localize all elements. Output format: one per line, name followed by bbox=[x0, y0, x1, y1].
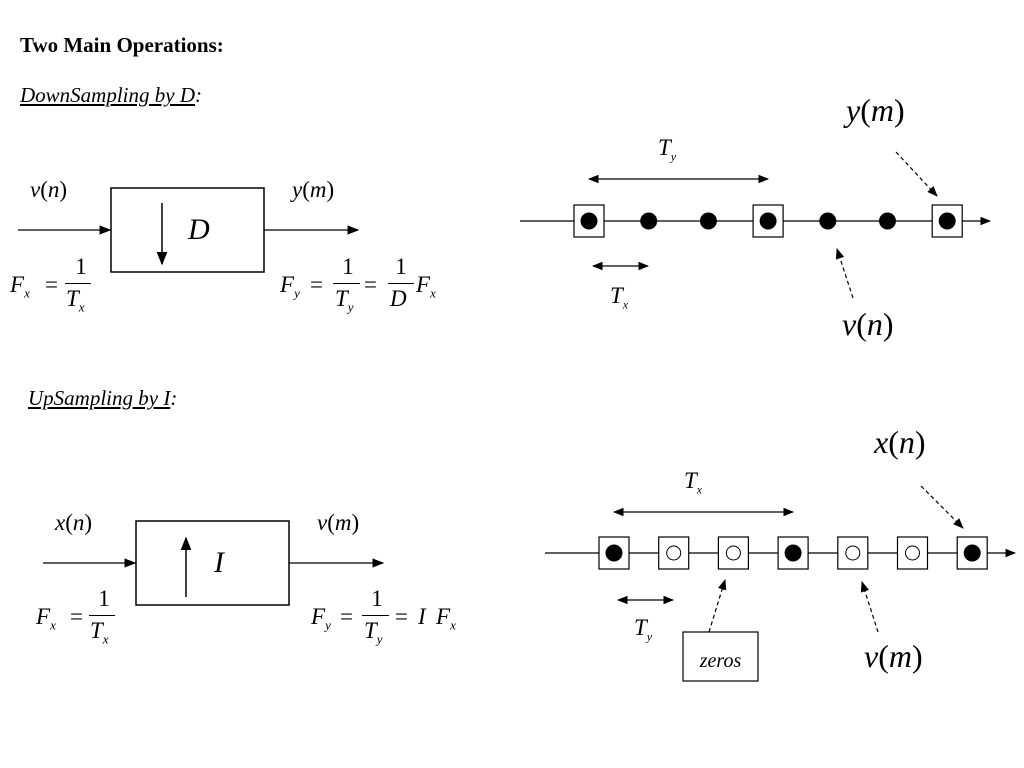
fraction-numerator: 1 bbox=[342, 254, 354, 279]
fraction-bar bbox=[65, 283, 91, 284]
fraction-numerator: 1 bbox=[98, 586, 110, 611]
fraction-numerator: 1 bbox=[395, 254, 407, 279]
sample-dot bbox=[699, 212, 717, 230]
fraction-numerator: 1 bbox=[75, 254, 87, 279]
sample-marker bbox=[837, 536, 869, 570]
page-title: Two Main Operations: bbox=[20, 33, 224, 57]
input-sequence-label: v(n) bbox=[842, 306, 894, 342]
equals-sign: = bbox=[340, 604, 353, 629]
input-rate-formula: Fx bbox=[36, 604, 56, 633]
zeros-callout-label: zeros bbox=[699, 650, 742, 672]
zero-sample-dot bbox=[666, 545, 682, 561]
zeros-pointer-arrow bbox=[708, 578, 727, 633]
sample-dot bbox=[784, 544, 802, 562]
fraction-numerator: 1 bbox=[371, 586, 383, 611]
output-rate-formula: Fy bbox=[280, 272, 300, 301]
sample-dot bbox=[879, 212, 896, 230]
sample-marker bbox=[819, 212, 837, 230]
upsampled-sequence-label: v(m) bbox=[864, 638, 923, 674]
sample-marker bbox=[879, 212, 896, 230]
output-rate-formula: Fy bbox=[311, 604, 331, 633]
period-large-label: Tx bbox=[684, 468, 703, 497]
tail-rate-symbol: Fx bbox=[436, 604, 456, 633]
sample-marker bbox=[573, 204, 605, 238]
fraction-denominator: Tx bbox=[90, 618, 109, 647]
fraction-denominator: Ty bbox=[335, 286, 354, 315]
sample-marker bbox=[717, 536, 750, 570]
sample-dot bbox=[819, 212, 837, 230]
equals-sign: = bbox=[310, 272, 323, 297]
sample-dot bbox=[759, 212, 777, 230]
sample-marker bbox=[752, 204, 784, 238]
equals-sign: = bbox=[395, 604, 408, 629]
upsampling-heading: UpSampling by I: bbox=[28, 386, 178, 410]
sample-marker bbox=[777, 536, 809, 570]
sample-marker bbox=[598, 536, 630, 570]
input-pointer-arrow bbox=[835, 247, 854, 299]
upsampling-timeline bbox=[545, 485, 1017, 682]
sample-marker bbox=[640, 212, 658, 230]
upsampling-factor-symbol: I bbox=[418, 604, 426, 629]
period-small-label: Tx bbox=[610, 283, 629, 312]
fraction-denominator: Tx bbox=[66, 286, 85, 315]
output-sequence-label: y(m) bbox=[846, 92, 905, 128]
sample-dot bbox=[640, 212, 658, 230]
zero-sample-dot bbox=[845, 545, 861, 561]
equals-sign: = bbox=[45, 272, 58, 297]
upsampled-pointer-arrow bbox=[860, 580, 879, 633]
upsampler-block bbox=[135, 520, 290, 606]
sample-marker bbox=[658, 536, 690, 570]
equals-sign: = bbox=[364, 272, 377, 297]
sample-dot bbox=[605, 544, 623, 562]
downsampling-output-label: y(m) bbox=[292, 177, 335, 202]
sample-marker bbox=[896, 536, 929, 570]
input-sequence-label: x(n) bbox=[874, 424, 926, 460]
period-large-label: Ty bbox=[658, 135, 677, 164]
fraction-bar bbox=[362, 615, 389, 616]
upsampling-input-label: x(n) bbox=[55, 510, 93, 535]
downsampler-factor-label: D bbox=[188, 213, 210, 246]
downsampling-timeline bbox=[520, 151, 992, 299]
upsampling-output-label: v(m) bbox=[317, 510, 360, 535]
sample-marker bbox=[931, 204, 963, 238]
downsampling-heading: DownSampling by D: bbox=[20, 83, 202, 107]
tail-rate-symbol: Fx bbox=[416, 272, 436, 301]
upsampling-block-diagram bbox=[43, 520, 385, 606]
fraction-bar bbox=[388, 283, 414, 284]
zeros-callout-box bbox=[682, 631, 759, 682]
sample-dot bbox=[580, 212, 598, 230]
downsampling-block-diagram bbox=[18, 187, 360, 273]
fraction-denominator: Ty bbox=[364, 618, 383, 647]
equals-sign: = bbox=[70, 604, 83, 629]
upsampler-factor-label: I bbox=[214, 546, 224, 579]
sample-dot bbox=[938, 212, 956, 230]
sample-dot bbox=[963, 544, 981, 562]
fraction-denominator: D bbox=[390, 286, 407, 311]
output-pointer-arrow bbox=[920, 485, 964, 529]
sample-marker bbox=[956, 536, 988, 570]
input-rate-formula: Fx bbox=[10, 272, 30, 301]
output-pointer-arrow bbox=[895, 151, 938, 197]
fraction-bar bbox=[333, 283, 360, 284]
downsampling-input-label: v(n) bbox=[30, 177, 68, 202]
fraction-bar bbox=[89, 615, 115, 616]
zero-sample-dot bbox=[905, 545, 920, 561]
zero-sample-dot bbox=[725, 545, 741, 561]
sample-marker bbox=[699, 212, 717, 230]
period-small-label: Ty bbox=[634, 615, 653, 644]
